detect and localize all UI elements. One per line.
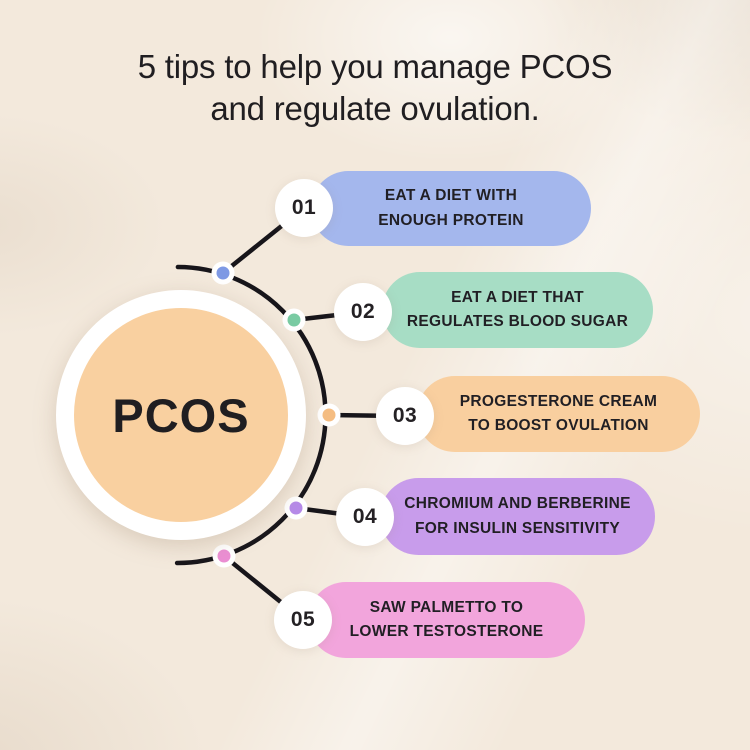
connector-dot-05 <box>217 549 231 563</box>
center-label: PCOS <box>112 388 250 442</box>
page-title: 5 tips to help you manage PCOS and regul… <box>0 46 750 130</box>
connector-dot-04 <box>289 501 303 515</box>
tip-pill-05: SAW PALMETTO TO LOWER TESTOSTERONE <box>308 582 585 658</box>
tip-text-line: EAT A DIET WITH <box>384 187 518 205</box>
tip-text-line: LOWER TESTOSTERONE <box>349 623 544 640</box>
tip-number-05: 05 <box>274 591 332 649</box>
tip-text-line: TO BOOST OVULATION <box>468 417 649 434</box>
tip-pill-02: EAT A DIET THAT REGULATES BLOOD SUGAR <box>382 272 653 348</box>
tip-pill-01: EAT A DIET WITH ENOUGH PROTEIN <box>311 171 591 246</box>
tip-text-line: SAW PALMETTO TO <box>369 598 524 616</box>
tip-pill-03: PROGESTERONE CREAM TO BOOST OVULATION <box>417 376 700 452</box>
tip-text-line: FOR INSULIN SENSITIVITY <box>415 519 620 537</box>
tip-pill-04: CHROMIUM AND BERBERINE FOR INSULIN SENSIT… <box>380 478 655 555</box>
tip-number-04: 04 <box>336 488 394 546</box>
connector-dot-03 <box>322 408 336 422</box>
tip-number-03: 03 <box>376 387 434 445</box>
tip-text-line: REGULATES BLOOD SUGAR <box>406 313 629 330</box>
tip-text-line: ENOUGH PROTEIN <box>378 211 524 229</box>
tip-number-02: 02 <box>334 283 392 341</box>
pcos-center-circle: PCOS <box>56 290 306 540</box>
tip-text-line: PROGESTERONE CREAM <box>459 392 658 410</box>
title-line-2: and regulate ovulation. <box>210 90 540 128</box>
connector-dot-02 <box>287 313 301 327</box>
tip-number-01: 01 <box>275 179 333 237</box>
tip-text-line: EAT A DIET THAT <box>451 288 584 306</box>
tip-text-line: CHROMIUM AND BERBERINE <box>404 495 631 513</box>
connector-dot-01 <box>216 266 230 280</box>
title-line-1: 5 tips to help you manage PCOS <box>137 48 613 85</box>
